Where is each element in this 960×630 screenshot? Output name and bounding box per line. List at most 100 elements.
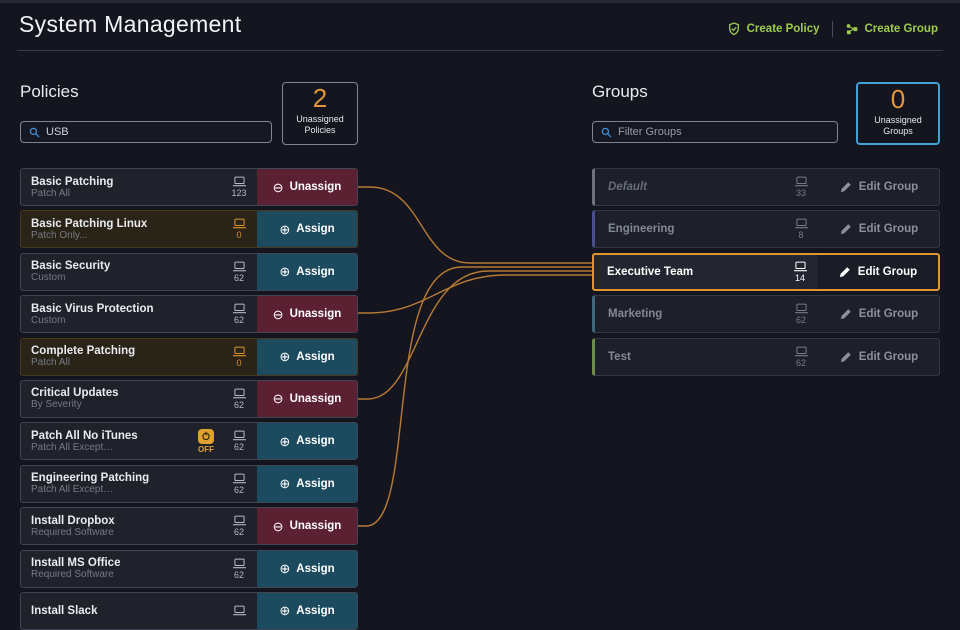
- device-count: 14: [794, 272, 805, 283]
- policy-subtitle: Required Software: [31, 526, 114, 538]
- policy-subtitle: Patch All Except…: [31, 484, 114, 496]
- device-count: 0: [236, 357, 242, 368]
- device-count: 62: [795, 315, 806, 326]
- group-name: Test: [608, 350, 631, 363]
- policy-off-toggle[interactable]: OFF: [191, 423, 221, 459]
- edit-group-button[interactable]: Edit Group: [819, 339, 939, 375]
- groups-list: Default 33 Edit Group Engineering 8 Edit…: [592, 168, 940, 376]
- unassigned-policies-count: 2: [312, 83, 328, 113]
- assign-button[interactable]: ⊕Assign: [257, 423, 357, 460]
- edit-group-button[interactable]: Edit Group: [819, 169, 939, 205]
- policy-name: Patch All No iTunes: [31, 429, 138, 442]
- laptop-icon: [232, 261, 247, 272]
- connector-install-dropbox: [358, 266, 592, 527]
- create-group-button[interactable]: Create Group: [845, 22, 938, 36]
- unassign-button[interactable]: ⊖Unassign: [257, 508, 357, 545]
- policy-subtitle: Patch All: [31, 187, 70, 199]
- policy-subtitle: Custom: [31, 272, 66, 284]
- groups-search-input[interactable]: [618, 126, 829, 138]
- policy-row-basic-security: Basic Security Custom 62 ⊕Assign: [20, 252, 358, 291]
- unassigned-policies-badge: 2 Unassigned Policies: [282, 82, 358, 145]
- unassign-button[interactable]: ⊖Unassign: [257, 380, 357, 417]
- group-row-marketing: Marketing 62 Edit Group: [592, 295, 940, 334]
- policy-row-critical-updates: Critical Updates By Severity 62 ⊖Unassig…: [20, 379, 358, 418]
- unassigned-groups-label: Unassigned Groups: [874, 114, 922, 137]
- edit-group-button[interactable]: Edit Group: [818, 254, 938, 289]
- laptop-icon: [232, 176, 247, 187]
- search-icon: [601, 127, 612, 138]
- device-count: 62: [233, 272, 244, 283]
- connector-basic-patching: [358, 186, 592, 264]
- group-row-executive-team: Executive Team 14 Edit Group: [592, 252, 940, 291]
- plus-circle-icon: ⊕: [279, 433, 291, 449]
- device-count: 8: [798, 230, 804, 241]
- policy-name: Basic Patching Linux: [31, 217, 148, 230]
- device-count: 123: [231, 188, 247, 198]
- assign-button[interactable]: ⊕Assign: [257, 338, 357, 375]
- policy-row-engineering-patching: Engineering Patching Patch All Except… 6…: [20, 464, 358, 503]
- pencil-icon: [840, 181, 852, 193]
- header-divider: [831, 21, 833, 37]
- laptop-icon: [794, 176, 809, 187]
- plus-circle-icon: ⊕: [279, 476, 291, 492]
- group-name: Default: [608, 181, 647, 193]
- policy-name: Critical Updates: [31, 387, 119, 400]
- policy-row-basic-patching: Basic Patching Patch All 123 ⊖Unassign: [20, 168, 358, 206]
- header-rule: [17, 50, 943, 51]
- policy-name: Basic Security: [31, 260, 111, 273]
- window-top-strip: [0, 0, 960, 3]
- connector-critical-updates: [358, 270, 592, 400]
- policy-subtitle: By Severity: [31, 399, 82, 411]
- unassign-button[interactable]: ⊖Unassign: [257, 296, 357, 333]
- assign-button[interactable]: ⊕Assign: [257, 592, 357, 629]
- laptop-icon: [232, 605, 247, 616]
- device-count: 62: [233, 527, 244, 538]
- assign-button[interactable]: ⊕Assign: [257, 253, 357, 290]
- pencil-icon: [840, 351, 852, 363]
- minus-circle-icon: ⊖: [272, 518, 284, 534]
- laptop-icon: [793, 261, 808, 272]
- groups-search[interactable]: [592, 121, 838, 143]
- edit-group-button[interactable]: Edit Group: [819, 296, 939, 332]
- policy-name: Install Dropbox: [31, 514, 115, 527]
- minus-circle-icon: ⊖: [272, 179, 284, 195]
- assign-button[interactable]: ⊕Assign: [257, 465, 357, 502]
- page-title: System Management: [19, 11, 242, 37]
- laptop-icon: [794, 303, 809, 314]
- pencil-icon: [839, 266, 851, 278]
- policy-subtitle: Patch Only...: [31, 229, 88, 241]
- minus-circle-icon: ⊖: [272, 306, 284, 322]
- policies-search[interactable]: [20, 121, 272, 143]
- policies-heading: Policies: [20, 82, 79, 101]
- laptop-icon: [232, 558, 247, 569]
- policy-subtitle: Patch All: [31, 357, 70, 369]
- plus-circle-icon: ⊕: [279, 603, 291, 619]
- group-name: Engineering: [608, 223, 675, 236]
- laptop-icon: [794, 346, 809, 357]
- shield-check-icon: [727, 22, 741, 36]
- group-name: Marketing: [608, 308, 663, 321]
- policy-name: Install Slack: [31, 604, 98, 617]
- policy-row-install-dropbox: Install Dropbox Required Software 62 ⊖Un…: [20, 507, 358, 546]
- laptop-icon: [232, 218, 247, 229]
- unassigned-groups-badge: 0 Unassigned Groups: [856, 82, 940, 145]
- groups-heading: Groups: [592, 82, 648, 101]
- laptop-icon: [232, 388, 247, 399]
- group-row-engineering: Engineering 8 Edit Group: [592, 210, 940, 249]
- plus-circle-icon: ⊕: [279, 264, 291, 280]
- policy-row-patch-all-no-itunes: Patch All No iTunes Patch All Except… OF…: [20, 422, 358, 461]
- edit-group-button[interactable]: Edit Group: [819, 211, 939, 247]
- create-policy-button[interactable]: Create Policy: [727, 22, 820, 36]
- plus-circle-icon: ⊕: [279, 561, 291, 577]
- policies-search-input[interactable]: [46, 126, 263, 138]
- header-actions: Create Policy Create Group: [727, 21, 938, 37]
- group-icon: [845, 22, 859, 36]
- assign-button[interactable]: ⊕Assign: [257, 211, 357, 248]
- policy-name: Basic Virus Protection: [31, 302, 154, 315]
- unassign-button[interactable]: ⊖Unassign: [257, 169, 357, 205]
- connector-basic-virus-protection: [358, 274, 592, 314]
- policy-name: Complete Patching: [31, 345, 136, 358]
- policy-row-basic-patching-linux: Basic Patching Linux Patch Only... 0 ⊕As…: [20, 210, 358, 249]
- policy-subtitle: Patch All Except…: [31, 441, 114, 453]
- assign-button[interactable]: ⊕Assign: [257, 550, 357, 587]
